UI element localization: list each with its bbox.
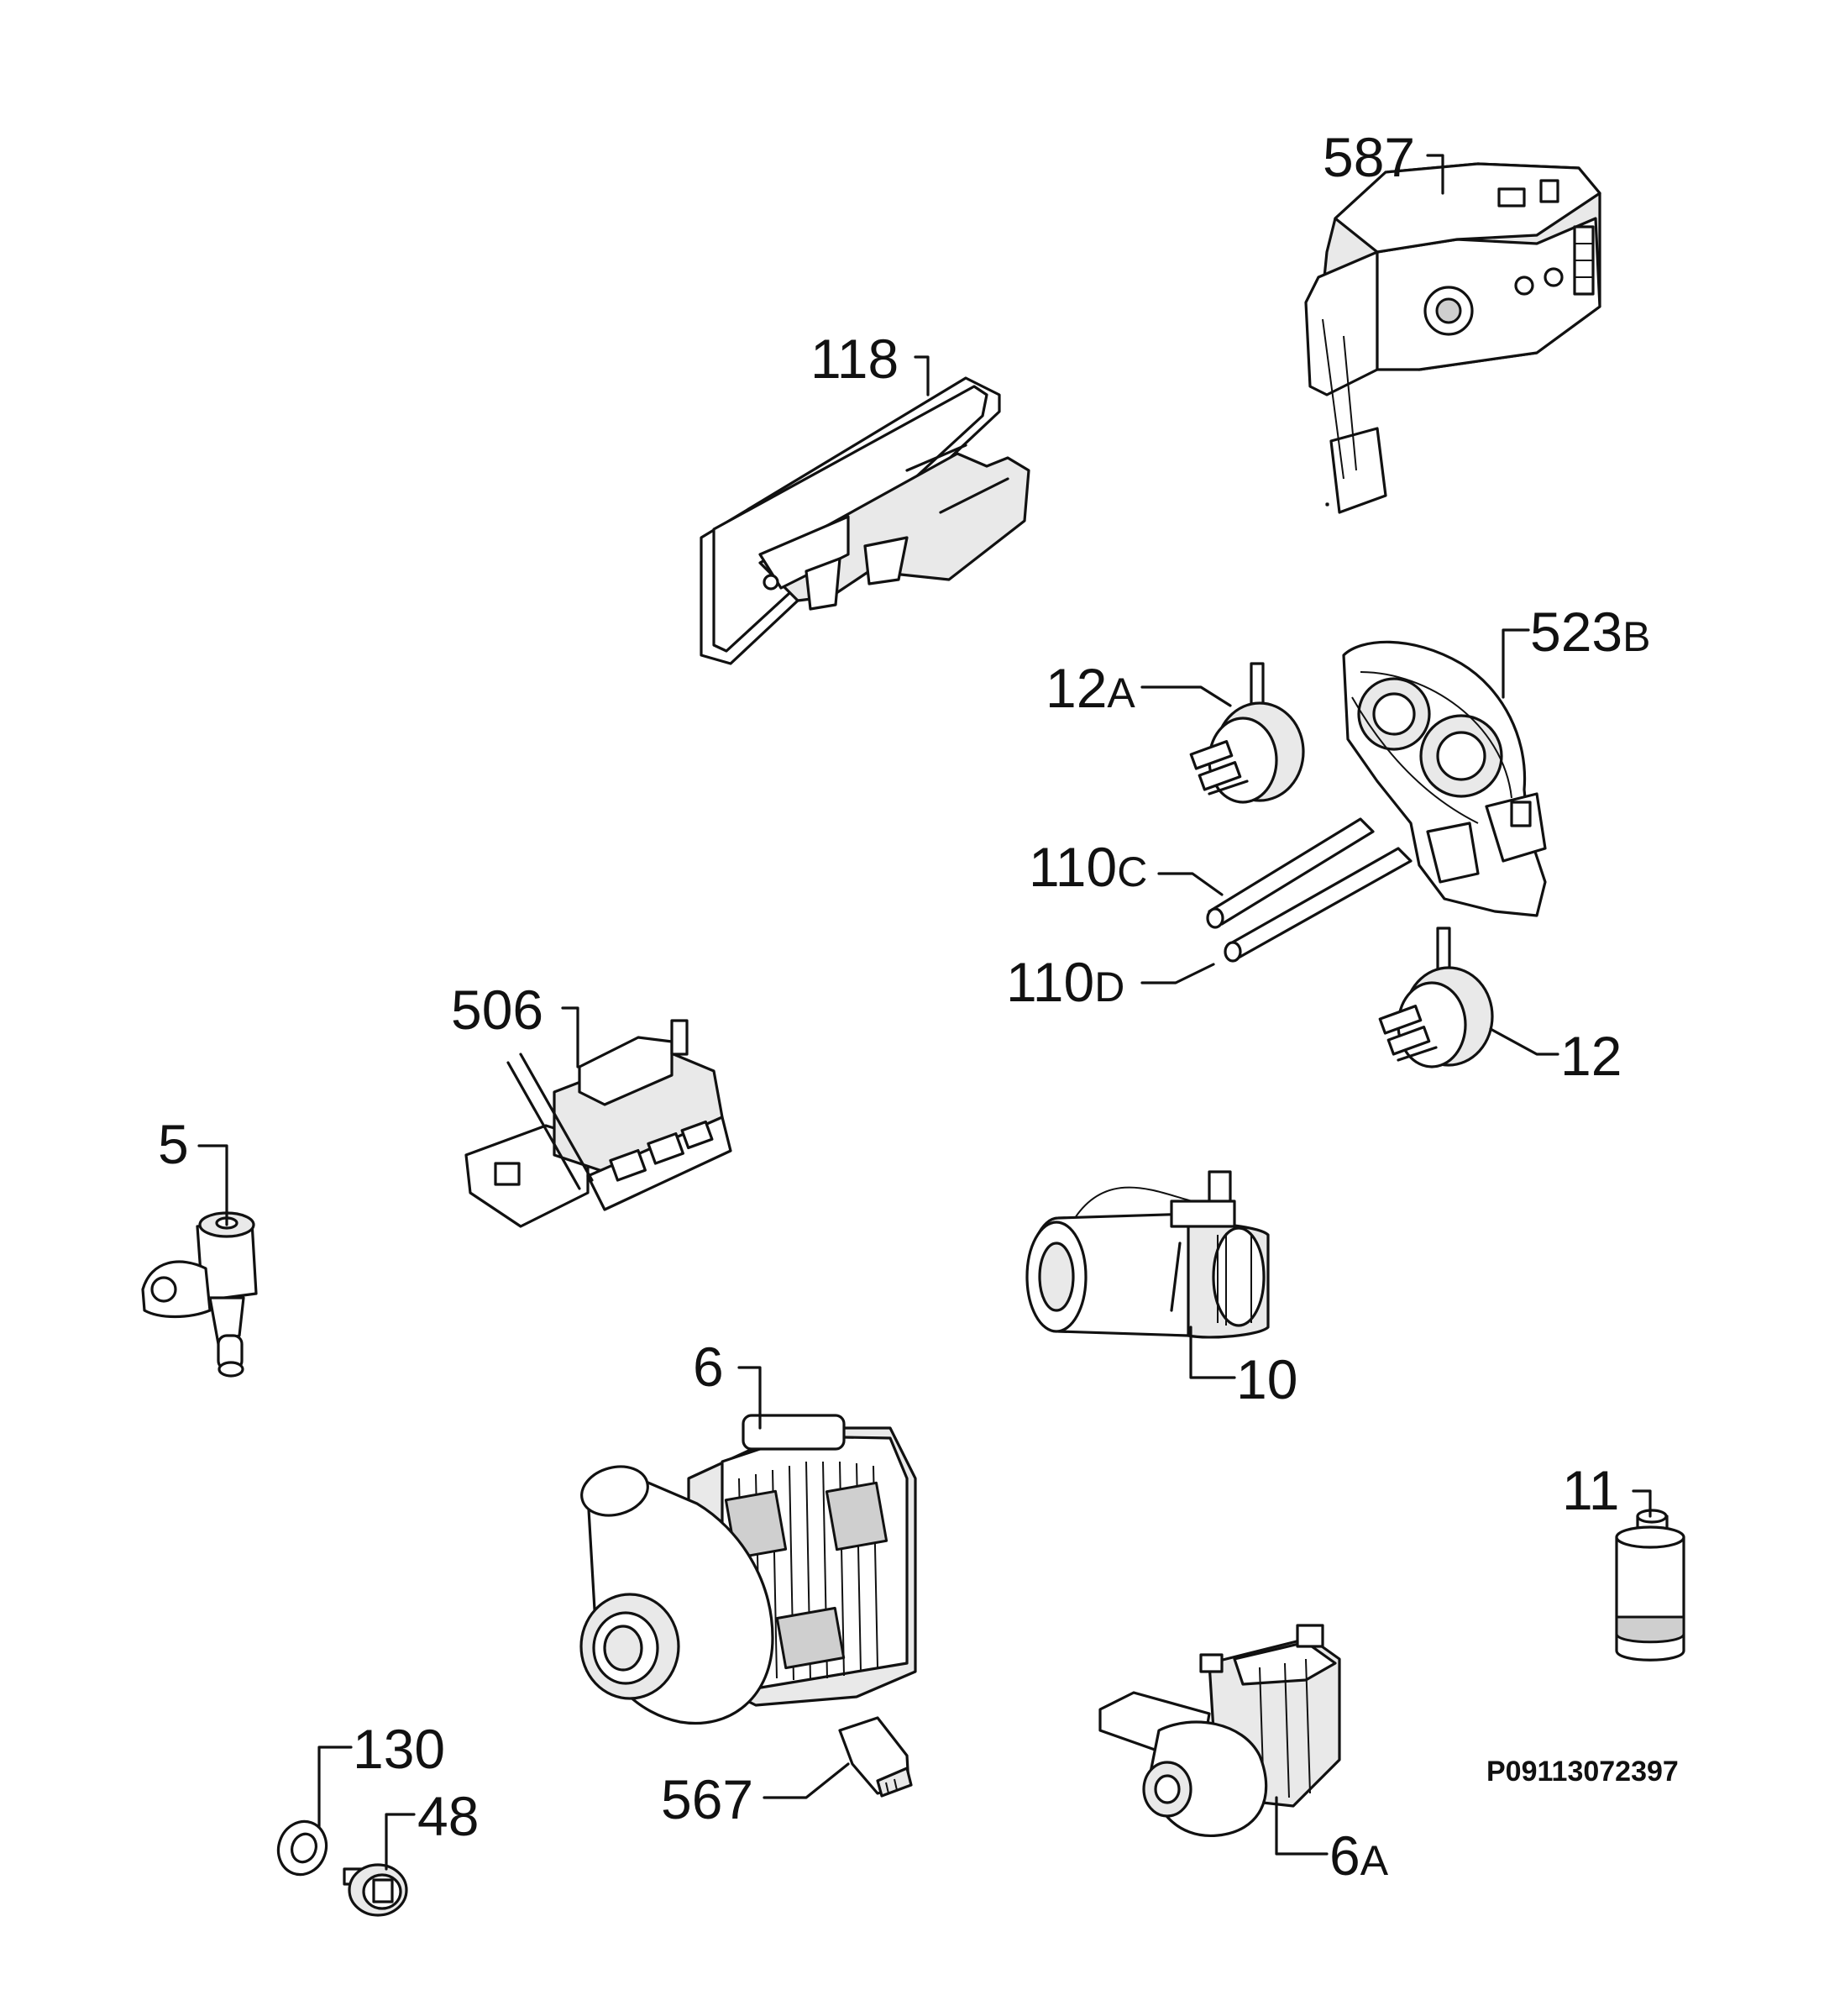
- part-567-clip: [838, 1716, 913, 1798]
- label-110C: 110C: [1029, 836, 1147, 898]
- part-labels: 587 118 523B 12A 110C 110D 12 506 5 10 6: [158, 126, 1650, 1887]
- leader-587: [1426, 154, 1444, 195]
- leader-11: [1632, 1489, 1652, 1518]
- label-118: 118: [810, 328, 899, 390]
- label-523B: 523B: [1530, 601, 1650, 663]
- label-130: 130: [353, 1718, 445, 1780]
- leader-5: [197, 1144, 228, 1226]
- leader-506: [561, 1006, 579, 1068]
- leader-10: [1189, 1326, 1236, 1379]
- label-5: 5: [158, 1113, 189, 1175]
- leader-lines: [197, 154, 1652, 1871]
- part-5-inlet-valve: [141, 1211, 258, 1378]
- leader-130: [317, 1746, 353, 1829]
- part-12-pressure-switch: [1378, 927, 1494, 1068]
- label-48: 48: [417, 1785, 479, 1847]
- label-567: 567: [661, 1768, 753, 1830]
- leader-523B: [1502, 628, 1530, 699]
- leader-110C: [1157, 872, 1224, 896]
- part-48-plug: [343, 1863, 408, 1917]
- part-11-capacitor: [1615, 1509, 1685, 1662]
- part-130-seal: [276, 1819, 328, 1877]
- label-11: 11: [1562, 1459, 1620, 1521]
- leader-567: [763, 1762, 850, 1799]
- drawing-reference-code: P09113072397: [1486, 1756, 1679, 1788]
- leader-12: [1489, 1027, 1559, 1056]
- label-506: 506: [451, 979, 543, 1041]
- part-110D-hose: [1224, 847, 1413, 963]
- leader-12A: [1140, 685, 1232, 707]
- label-587: 587: [1323, 126, 1415, 188]
- label-10: 10: [1236, 1348, 1297, 1410]
- label-110D: 110D: [1006, 951, 1124, 1013]
- leader-6: [737, 1366, 762, 1430]
- leader-110D: [1140, 963, 1215, 984]
- part-506-assembly: [464, 1019, 732, 1228]
- label-6: 6: [693, 1336, 724, 1398]
- label-6A: 6A: [1329, 1824, 1389, 1887]
- label-12A: 12A: [1046, 657, 1135, 719]
- part-110C-hose: [1206, 817, 1375, 929]
- leader-118: [914, 355, 930, 396]
- label-12: 12: [1560, 1025, 1622, 1087]
- leader-6A: [1275, 1796, 1329, 1856]
- part-6A-drain-pump: [1098, 1624, 1341, 1837]
- part-523B-distributor: [1342, 640, 1547, 917]
- part-6-pump-motor: [579, 1414, 917, 1725]
- leader-48: [385, 1813, 416, 1871]
- part-118-panel: [700, 376, 1030, 665]
- part-10-heater: [1025, 1170, 1270, 1339]
- part-587-control-module: [1304, 162, 1601, 514]
- part-12A-pressure-switch: [1189, 662, 1305, 804]
